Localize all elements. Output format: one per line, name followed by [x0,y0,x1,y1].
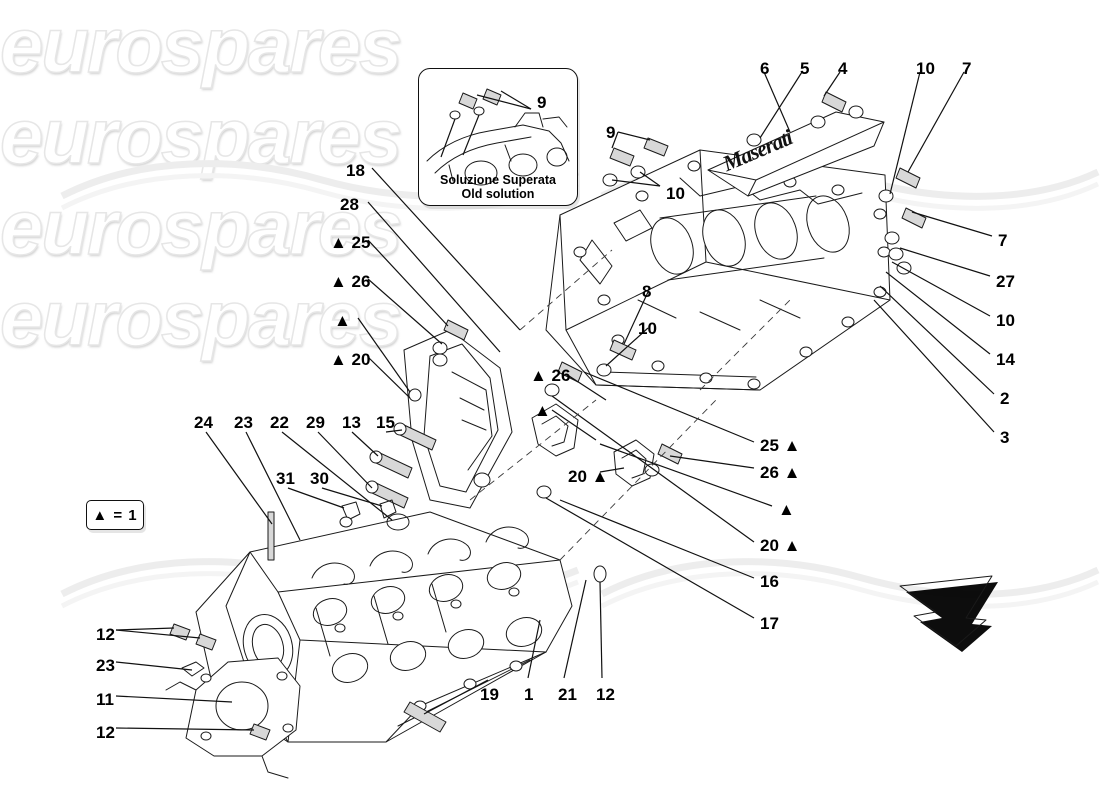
direction-arrow-icon [900,576,998,652]
inset-callout-9: 9 [537,93,547,112]
inset-caption-italian: Soluzione Superata [440,173,556,187]
inset-caption: Soluzione Superata Old solution [419,173,577,201]
callout-c12a: 12 [96,625,115,644]
callout-c5: 5 [800,59,810,78]
old-solution-inset: 9 Soluzione Superata Old solution [418,68,578,206]
valve-bores-top [310,558,524,629]
callout-c30: 30 [310,469,329,488]
cam-journal-saddles [312,527,528,584]
cam-bore-ports [643,190,856,280]
callout-cTriR: ▲ [778,500,795,519]
callout-c14: 14 [996,350,1015,369]
callout-c2: 2 [1000,389,1010,408]
leader-lines [116,72,994,730]
callout-c11: 11 [96,690,114,709]
callout-c6: 6 [760,59,770,78]
valve-bores-bottom [329,613,546,687]
callout-c22: 22 [270,413,289,432]
callout-c26L: ▲ 26 [330,272,371,291]
callout-c12b: 12 [96,723,115,742]
callout-c1: 1 [524,685,534,704]
callout-c10L: 10 [666,184,685,203]
callout-c10M: 10 [638,319,657,338]
inset-caption-english: Old solution [461,187,535,201]
callout-c29: 29 [306,413,325,432]
callout-c16: 16 [760,572,779,591]
callout-c10T: 10 [916,59,935,78]
callout-c17: 17 [760,614,779,633]
callout-c24: 24 [194,413,213,432]
callout-c23a: 23 [234,413,253,432]
callout-c31: 31 [276,469,295,488]
callout-c26M: ▲ 26 [530,366,571,385]
callout-c21: 21 [558,685,577,704]
callout-c10R: 10 [996,311,1015,330]
callout-cTriL: ▲ [334,311,351,330]
callout-c20M: 20 ▲ [568,467,609,486]
callout-c3: 3 [1000,428,1010,447]
inset-drawing [426,88,570,186]
cam-bearing-ladder [404,330,512,508]
callout-c28: 28 [340,195,359,214]
callout-cTriM: ▲ [534,401,551,420]
callout-c8: 8 [642,282,652,301]
callout-c15: 15 [376,413,395,432]
callout-c25L: ▲ 25 [330,233,371,252]
callout-c26R: 26 ▲ [760,463,801,482]
cam-bearing-caps [532,208,654,486]
legend-symbol-quantity: ▲ = 1 [86,500,144,530]
callout-c20R: 20 ▲ [760,536,801,555]
callout-c9L: 9 [606,123,616,142]
callout-c27: 27 [996,272,1015,291]
cam-cover-assembly [546,150,890,390]
callout-c23b: 23 [96,656,115,675]
callout-c20L: ▲ 20 [330,350,371,369]
callout-c19: 19 [480,685,499,704]
head-gasket-plate [166,658,300,778]
small-parts-group [170,92,926,740]
callout-c13: 13 [342,413,361,432]
callout-c7T: 7 [962,59,972,78]
callout-c18: 18 [346,161,365,180]
callout-c12c: 12 [596,685,615,704]
callout-c4: 4 [838,59,848,78]
callout-c7R: 7 [998,231,1008,250]
callout-c25R: 25 ▲ [760,436,801,455]
